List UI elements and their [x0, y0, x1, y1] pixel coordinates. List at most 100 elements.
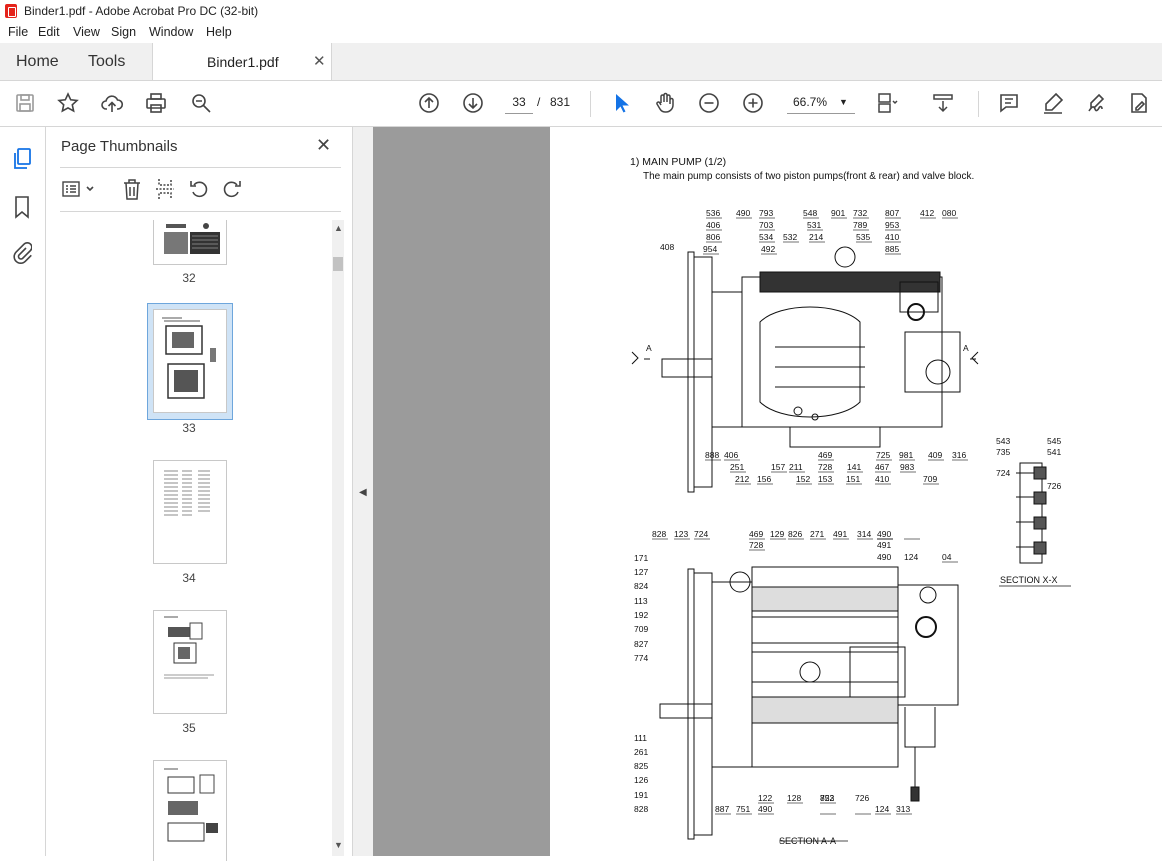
pdf-page: 1) MAIN PUMP (1/2) The main pump consist… [550, 127, 1162, 856]
menu-help[interactable]: Help [206, 25, 232, 39]
close-panel-icon[interactable]: ✕ [316, 135, 332, 155]
attachments-icon[interactable] [12, 241, 33, 265]
toolbar-divider [590, 91, 591, 117]
callout-label: 313 [896, 804, 910, 814]
callout-label: 212 [735, 474, 749, 484]
callout-label: 983 [900, 462, 914, 472]
scroll-down-icon[interactable]: ▼ [334, 840, 343, 850]
callout-label: 156 [757, 474, 771, 484]
menu-sign[interactable]: Sign [111, 25, 137, 39]
thumbnail-page[interactable] [153, 309, 227, 413]
callout-label: 536 [706, 208, 720, 218]
page-down-icon[interactable] [461, 91, 485, 115]
thumbnail-page[interactable] [153, 610, 227, 714]
callout-label: 824 [634, 581, 648, 591]
tab-tools[interactable]: Tools [88, 53, 126, 70]
callout-label: 548 [803, 208, 817, 218]
hand-icon[interactable] [653, 91, 677, 115]
callout-label: 124 [904, 552, 918, 562]
delete-icon[interactable] [121, 177, 143, 201]
thumbnail-label: 33 [182, 421, 196, 435]
callout-label: 545 [1047, 436, 1061, 446]
callout-label: 251 [730, 462, 744, 472]
panel-splitter[interactable]: ◀ [353, 127, 373, 856]
callout-label: 735 [996, 447, 1010, 457]
rotate-right-icon[interactable] [221, 177, 243, 201]
thumbnail-options-icon[interactable] [61, 179, 95, 199]
callout-label: 191 [634, 790, 648, 800]
menu-bar: File Edit View Sign Window Help [0, 22, 1162, 43]
tab-home[interactable]: Home [16, 53, 59, 70]
callout-label: 490 [736, 208, 750, 218]
callout-label: 532 [783, 232, 797, 242]
navigation-rail [0, 127, 46, 856]
callout-label: 467 [875, 462, 889, 472]
zoom-in-icon[interactable] [741, 91, 765, 115]
title-bar: Binder1.pdf - Adobe Acrobat Pro DC (32-b… [0, 0, 1162, 22]
page-up-icon[interactable] [417, 91, 441, 115]
page-separator: / [537, 95, 541, 109]
callout-label: 406 [724, 450, 738, 460]
callout-label: 726 [1047, 481, 1061, 491]
callout-label: 828 [652, 529, 666, 539]
callout-label: 752 [820, 793, 834, 803]
split-icon[interactable] [154, 177, 176, 201]
menu-file[interactable]: File [8, 25, 29, 39]
callout-label: 953 [885, 220, 899, 230]
bookmarks-icon[interactable] [13, 195, 31, 219]
callout-label: 901 [831, 208, 845, 218]
highlight-icon[interactable] [1041, 91, 1065, 115]
callout-label: 111 [634, 733, 647, 743]
callout-label: 728 [818, 462, 832, 472]
callout-label: 409 [928, 450, 942, 460]
scroll-mode-icon[interactable] [931, 91, 955, 115]
zoom-level-dropdown[interactable]: 66.7% ▼ [787, 91, 855, 114]
menu-window[interactable]: Window [149, 25, 194, 39]
callout-label: 709 [923, 474, 937, 484]
scrollbar-thumb[interactable] [333, 257, 343, 271]
edit-pdf-icon[interactable] [1127, 91, 1151, 115]
page-number-input[interactable]: 33 [505, 91, 533, 114]
document-viewer[interactable]: 1) MAIN PUMP (1/2) The main pump consist… [373, 127, 1162, 856]
save-icon[interactable] [13, 91, 37, 115]
search-zoom-icon[interactable] [189, 91, 213, 115]
scroll-up-icon[interactable]: ▲ [334, 223, 343, 233]
select-pointer-icon[interactable] [609, 91, 633, 115]
collapse-panel-icon[interactable]: ◀ [359, 487, 367, 498]
callout-label: 725 [876, 450, 890, 460]
callout-label: 726 [855, 793, 869, 803]
bookmark-star-icon[interactable] [56, 91, 80, 115]
thumbnail-page[interactable] [153, 220, 227, 265]
callout-label: 412 [920, 208, 934, 218]
page-fit-icon[interactable] [875, 91, 899, 115]
callout-label: 531 [807, 220, 821, 230]
close-tab-icon[interactable]: ✕ [313, 53, 326, 70]
upload-icon[interactable] [100, 91, 124, 115]
comment-icon[interactable] [997, 91, 1021, 115]
thumbnail-page[interactable] [153, 760, 227, 861]
chevron-down-icon: ▼ [839, 97, 848, 107]
callout-label: 126 [634, 775, 648, 785]
thumbnail-label: 34 [182, 571, 196, 585]
menu-view[interactable]: View [73, 25, 100, 39]
callout-label: 774 [634, 653, 648, 663]
zoom-out-icon[interactable] [697, 91, 721, 115]
divider [60, 211, 341, 212]
callout-label: 541 [1047, 447, 1061, 457]
callout-label: 709 [634, 624, 648, 634]
page-thumbnails-icon[interactable] [12, 147, 34, 171]
callout-label: 535 [856, 232, 870, 242]
toolbar-divider [978, 91, 979, 117]
rotate-left-icon[interactable] [188, 177, 210, 201]
tab-document[interactable]: Binder1.pdf ✕ [152, 43, 332, 80]
callout-label: 806 [706, 232, 720, 242]
print-icon[interactable] [144, 91, 168, 115]
section-aa-label: SECTION A-A [779, 836, 837, 846]
menu-edit[interactable]: Edit [38, 25, 60, 39]
thumbnail-page[interactable] [153, 460, 227, 564]
sign-icon[interactable] [1085, 91, 1109, 115]
thumbnail-scrollbar[interactable]: ▲ ▼ [332, 220, 344, 856]
page-total: 831 [550, 95, 571, 109]
callout-label: 211 [789, 462, 803, 472]
callout-label: 825 [634, 761, 648, 771]
